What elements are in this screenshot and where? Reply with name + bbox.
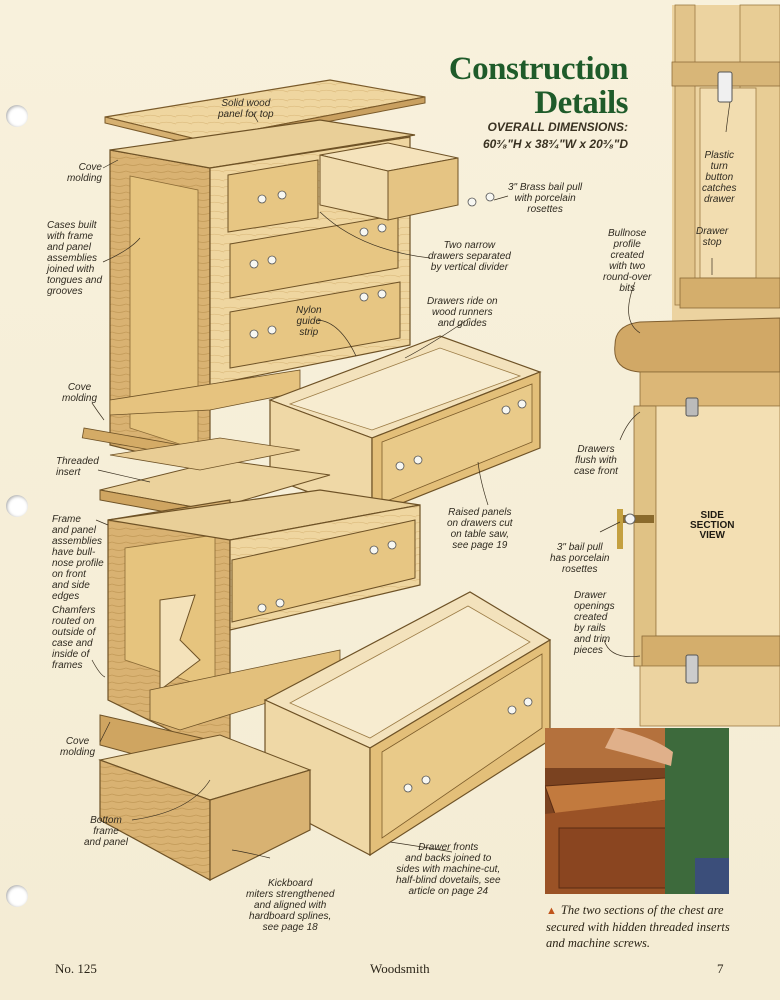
- bail-pulls: [249, 190, 533, 793]
- title-line-1: Construction: [448, 51, 629, 87]
- callout-bottom-frame: Bottom frame and panel: [84, 815, 128, 848]
- binder-hole: [6, 885, 28, 907]
- footer-issue: No. 125: [55, 961, 97, 976]
- callout-threaded: Threaded insert: [56, 456, 99, 478]
- side-section-view: [614, 4, 780, 727]
- footer-page-number: 7: [717, 961, 724, 976]
- caption-triangle-icon: ▲: [546, 905, 557, 917]
- page-title: Construction Details: [448, 51, 629, 121]
- callout-bullnose: Bullnose profile created with two round-…: [603, 228, 652, 294]
- callout-nylon: Nylon guide strip: [296, 305, 322, 338]
- callout-brass-pull: 3" Brass bail pull with porcelain rosett…: [508, 182, 583, 215]
- upper-drawer-open: [268, 335, 542, 516]
- callout-raised-panels: Raised panels on drawers cut on table sa…: [447, 507, 513, 551]
- small-drawer-open: [319, 142, 459, 221]
- callout-drawer-stop: Drawer stop: [696, 226, 729, 248]
- callout-drawers-ride: Drawers ride on wood runners and guides: [427, 296, 498, 329]
- callout-two-narrow: Two narrow drawers separated by vertical…: [428, 240, 511, 273]
- binder-hole: [6, 495, 28, 517]
- callout-openings: Drawer openings created by rails and tri…: [574, 590, 615, 656]
- dimensions-label: OVERALL DIMENSIONS:: [487, 120, 628, 134]
- callout-solid-top: Solid wood panel for top: [218, 98, 274, 120]
- photo-caption: ▲The two sections of the chest are secur…: [546, 902, 742, 951]
- title-line-2: Details: [534, 85, 628, 121]
- caption-text: The two sections of the chest are secure…: [546, 903, 730, 950]
- lower-drawer-open: [263, 591, 552, 857]
- dimensions-value: 60³⁄₈"H x 38³⁄₄"W x 20³⁄₈"D: [482, 137, 628, 151]
- callout-kickboard: Kickboard miters strengthened and aligne…: [246, 878, 335, 933]
- callout-chamfers: Chamfers routed on outside of case and i…: [52, 605, 96, 671]
- callout-cove-mid: Cove molding: [62, 382, 98, 404]
- callout-drawer-fronts: Drawer fronts and backs joined to sides …: [396, 842, 501, 897]
- callout-cove-top: Cove molding: [66, 162, 102, 184]
- callout-cove-low: Cove molding: [60, 736, 96, 758]
- leader-lines: [91, 101, 731, 859]
- callout-frame-panel: Frame and panel assemblies have bull- no…: [52, 514, 104, 602]
- kickboard-base: [98, 734, 312, 882]
- footer-magazine: Woodsmith: [370, 961, 430, 976]
- callout-flush: Drawers flush with case front: [574, 444, 618, 477]
- assembly-photo: [545, 728, 729, 894]
- callout-cases-built: Cases built with frame and panel assembl…: [47, 220, 103, 297]
- callout-plastic-turn: Plastic turn button catches drawer: [702, 150, 737, 205]
- binder-hole: [6, 105, 28, 127]
- side-section-label: SIDE SECTION VIEW: [690, 510, 735, 541]
- callout-side-pull: 3" bail pull has porcelain rosettes: [550, 542, 610, 575]
